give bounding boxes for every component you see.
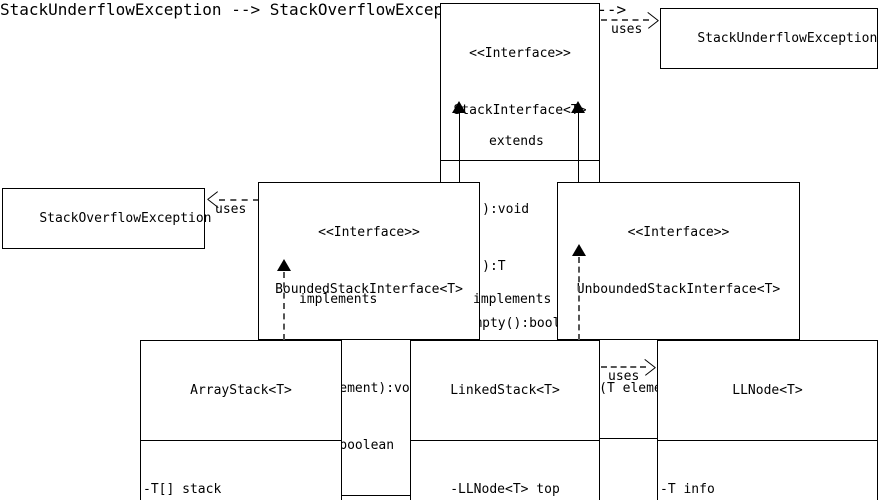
edge-underflow-uses-line (601, 19, 649, 21)
class-header-linked-stack: LinkedStack<T> (411, 341, 599, 440)
class-name-label: LinkedStack<T> (450, 383, 560, 398)
class-name-label: StackUnderflowException (697, 31, 878, 46)
class-name-label: BoundedStackInterface<T> (275, 282, 463, 297)
arrowhead-solid-unbounded-extends (571, 101, 585, 113)
edge-label-linked-implements: implements (473, 292, 552, 307)
attribute-row: -T[] stack (143, 482, 222, 497)
edge-bounded-extends-line (459, 113, 460, 182)
edge-label-overflow-uses: uses (215, 202, 247, 217)
stereotype-label: <<Interface>> (469, 46, 571, 61)
edge-linked-uses-node-line (601, 366, 646, 368)
class-name-label: StackOverflowException (39, 211, 212, 226)
class-name-label: StackInterface<T> (453, 103, 587, 118)
edge-label-linked-uses-node: uses (608, 369, 640, 384)
class-header-array-stack: ArrayStack<T> (141, 341, 341, 440)
edge-label-array-implements: implements (299, 292, 378, 307)
arrowhead-solid-bounded-extends (452, 101, 466, 113)
class-header-stack-interface: <<Interface>> StackInterface<T> (441, 4, 599, 160)
class-attributes-array-stack: -T[] stack -int topIndex (141, 440, 341, 500)
stereotype-label: <<Interface>> (318, 225, 420, 240)
class-attributes-linked-stack: -LLNode<T> top (411, 440, 599, 500)
class-name-label: LLNode<T> (732, 383, 803, 398)
class-name-label: ArrayStack<T> (190, 383, 292, 398)
attribute-row: -T info (660, 482, 715, 497)
stereotype-label: <<Interface>> (627, 225, 730, 240)
arrowhead-open-underflow-uses (647, 12, 660, 29)
edge-label-extends: extends (489, 134, 544, 149)
class-box-stack-overflow-exception[interactable]: StackOverflowException (2, 188, 212, 249)
class-name-label: UnboundedStackInterface<T> (576, 282, 781, 297)
class-box-array-stack[interactable]: ArrayStack<T> -T[] stack -int topIndex +… (140, 340, 342, 500)
class-box-linked-stack[interactable]: LinkedStack<T> -LLNode<T> top +LinkedSta… (410, 340, 600, 500)
edge-overflow-uses-line (219, 199, 259, 201)
edge-label-underflow-uses: uses (611, 22, 643, 37)
arrowhead-solid-linked-implements (572, 244, 586, 256)
class-box-stack-underflow-exception[interactable]: StackUnderflowException (660, 8, 878, 69)
edge-linked-implements-line (578, 257, 580, 340)
class-header-bounded-stack-interface: <<Interface>> BoundedStackInterface<T> (259, 183, 479, 339)
class-attributes-ll-node: -T info -LLNode<T> link (658, 440, 877, 500)
class-header-ll-node: LLNode<T> (658, 341, 877, 440)
arrowhead-open-linked-uses-node (644, 359, 657, 376)
arrowhead-solid-array-implements (277, 259, 291, 271)
class-box-ll-node[interactable]: LLNode<T> -T info -LLNode<T> link +LLNod… (657, 340, 878, 500)
edge-array-implements-line (283, 272, 285, 340)
edge-unbounded-extends-line (578, 113, 579, 182)
attribute-row: -LLNode<T> top (450, 482, 560, 497)
class-header-unbounded-stack-interface: <<Interface>> UnboundedStackInterface<T> (558, 183, 799, 339)
